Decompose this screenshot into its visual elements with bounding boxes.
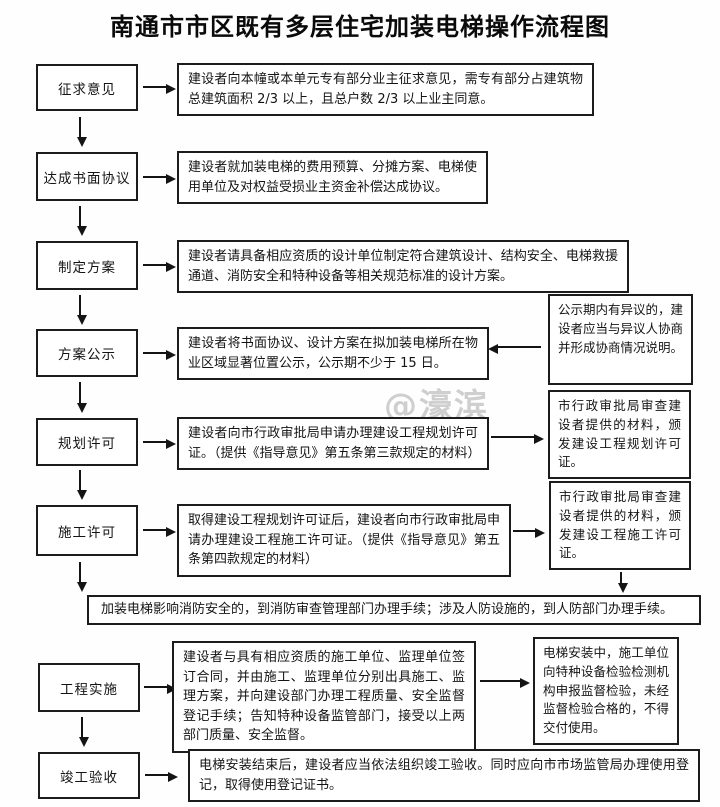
arrow-right-icon bbox=[143, 262, 176, 272]
arrow-down-icon bbox=[618, 572, 628, 593]
step-box-draft-plan: 制定方案 bbox=[36, 241, 138, 290]
arrow-right-icon bbox=[143, 527, 176, 537]
arrow-right-icon bbox=[145, 772, 178, 782]
step-box-plan-publicity: 方案公示 bbox=[36, 329, 138, 377]
desc-box-written-agreement: 建设者就加装电梯的费用预算、分摊方案、电梯使用单位及对权益受损业主资金补偿达成协… bbox=[177, 151, 488, 204]
arrow-right-icon bbox=[513, 528, 545, 538]
arrow-down-icon bbox=[77, 562, 87, 592]
desc-box-planning-permit: 建设者向市行政审批局申请办理建设工程规划许可证。（提供《指导意见》第五条第三款规… bbox=[177, 417, 489, 470]
step-box-construction-permit: 施工许可 bbox=[36, 505, 138, 556]
arrow-down-icon bbox=[77, 295, 87, 325]
arrow-right-icon bbox=[143, 84, 176, 94]
note-box-construction-permit-issue: 市行政审批局审查建设者提供的材料，颁发建设工程施工许可证。 bbox=[549, 481, 691, 570]
arrow-down-icon bbox=[77, 206, 87, 236]
step-box-project-implementation: 工程实施 bbox=[38, 663, 140, 712]
arrow-down-icon bbox=[77, 382, 87, 413]
step-box-solicit-opinions: 征求意见 bbox=[36, 64, 138, 111]
page-title: 南通市市区既有多层住宅加装电梯操作流程图 bbox=[110, 13, 610, 41]
arrow-down-icon bbox=[79, 717, 89, 747]
desc-box-draft-plan: 建设者请具备相应资质的设计单位制定符合建筑设计、结构安全、电梯救援通道、消防安全… bbox=[177, 240, 629, 293]
desc-box-plan-publicity: 建设者将书面协议、设计方案在拟加装电梯所在物业区域显著位置公示，公示期不少于 1… bbox=[177, 327, 489, 380]
step-box-completion-acceptance: 竣工验收 bbox=[38, 752, 140, 799]
note-box-elevator-inspection: 电梯安装中，施工单位向特种设备检验检测机构申报监督检验，未经监督检验合格的，不得… bbox=[533, 637, 679, 745]
arrow-down-icon bbox=[77, 470, 87, 500]
note-box-planning-permit-issue: 市行政审批局审查建设者提供的材料，颁发建设工程规划许可证。 bbox=[548, 390, 691, 479]
arrow-right-icon bbox=[143, 350, 176, 360]
step-box-planning-permit: 规划许可 bbox=[36, 418, 138, 466]
arrow-left-icon bbox=[488, 344, 541, 354]
desc-box-completion-acceptance: 电梯安装结束后，建设者应当依法组织竣工验收。同时应向市市场监管局办理使用登记，取… bbox=[188, 749, 700, 802]
fire-safety-banner: 加装电梯影响消防安全的，到消防审查管理部门办理手续；涉及人防设施的，到人防部门办… bbox=[87, 595, 701, 625]
arrow-right-icon bbox=[144, 684, 177, 694]
desc-box-solicit-opinions: 建设者向本幢或本单元专有部分业主征求意见，需专有部分占建筑物总建筑面积 2/3 … bbox=[177, 63, 594, 116]
arrow-right-icon bbox=[491, 434, 544, 444]
step-box-written-agreement: 达成书面协议 bbox=[36, 152, 138, 201]
arrow-right-icon bbox=[143, 174, 176, 184]
desc-box-project-implementation: 建设者与具有相应资质的施工单位、监理单位签订合同，并由施工、监理单位分别出具施工… bbox=[172, 641, 476, 753]
arrow-down-icon bbox=[77, 117, 87, 147]
note-box-objection: 公示期内有异议的，建设者应当与异议人协商并形成协商情况说明。 bbox=[548, 294, 693, 385]
arrow-right-icon bbox=[480, 678, 530, 688]
desc-box-construction-permit: 取得建设工程规划许可证后，建设者向市行政审批局申请办理建设工程施工许可证。（提供… bbox=[177, 504, 511, 577]
arrow-right-icon bbox=[143, 439, 176, 449]
